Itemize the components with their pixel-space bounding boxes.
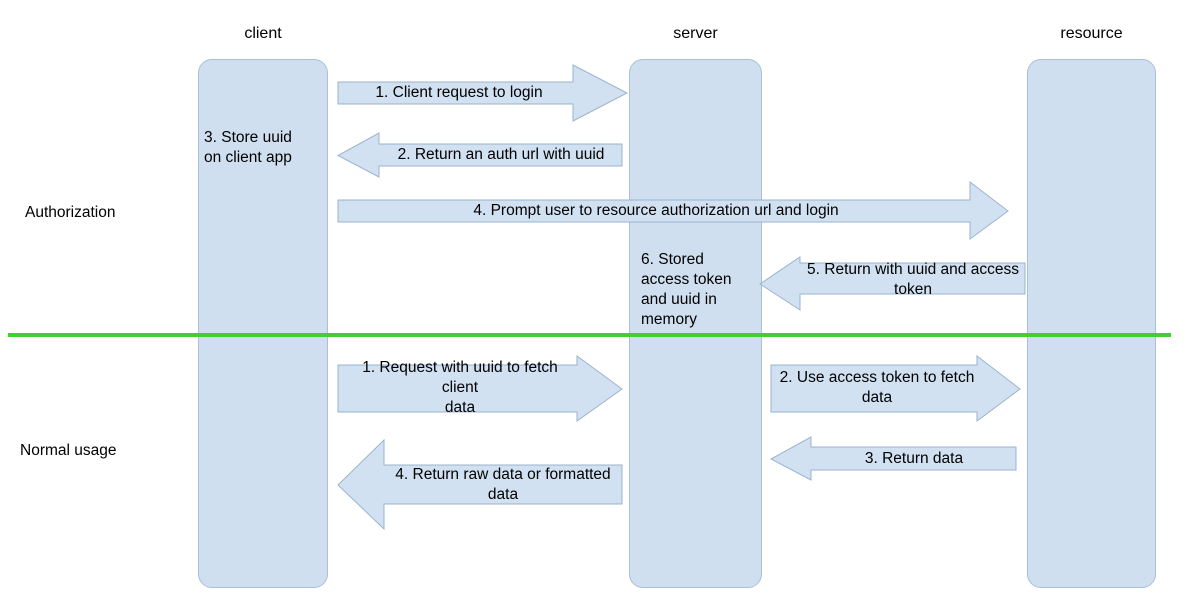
phase-divider-line xyxy=(8,333,1171,337)
message-arrow-n2-use-access-token-fetch[interactable]: 2. Use access token to fetch data xyxy=(770,354,1021,422)
message-arrow-n4-return-raw-formatted-data[interactable]: 4. Return raw data or formatted data xyxy=(337,438,623,531)
message-arrow-2-return-auth-url[interactable]: 2. Return an auth url with uuid xyxy=(336,132,623,178)
note-client-store-uuid: 3. Store uuid on client app xyxy=(204,129,292,166)
lane-title-client: client xyxy=(244,25,282,42)
phase-label-authorization: Authorization xyxy=(25,204,116,221)
lane-title-server: server xyxy=(673,25,718,42)
message-label-2: 2. Return an auth url with uuid xyxy=(397,146,605,163)
message-label-n2: 2. Use access token to fetch data xyxy=(779,369,975,406)
message-label-1: 1. Client request to login xyxy=(375,84,543,101)
message-label-5: 5. Return with uuid and access token xyxy=(807,261,1019,298)
message-arrow-n3-return-data[interactable]: 3. Return data xyxy=(769,436,1017,481)
message-arrow-5-return-uuid-access-token[interactable]: 5. Return with uuid and access token xyxy=(759,256,1026,311)
message-label-n4: 4. Return raw data or formatted data xyxy=(395,466,611,503)
note-server-stored-token: 6. Stored access token and uuid in memor… xyxy=(641,251,732,328)
lifeline-server[interactable] xyxy=(629,59,762,588)
message-label-4: 4. Prompt user to resource authorization… xyxy=(473,202,839,219)
lifeline-client[interactable] xyxy=(198,59,328,588)
lifeline-resource[interactable] xyxy=(1027,59,1156,588)
message-arrow-1-client-request-login[interactable]: 1. Client request to login xyxy=(337,64,629,122)
lane-title-resource: resource xyxy=(1060,25,1123,42)
message-label-n1: 1. Request with uuid to fetch client dat… xyxy=(362,359,558,416)
message-arrow-4-prompt-user-authorization[interactable]: 4. Prompt user to resource authorization… xyxy=(337,180,1009,240)
phase-label-normal-usage: Normal usage xyxy=(20,442,117,459)
message-arrow-n1-request-fetch-client-data[interactable]: 1. Request with uuid to fetch client dat… xyxy=(337,355,623,422)
message-label-n3: 3. Return data xyxy=(864,450,964,467)
